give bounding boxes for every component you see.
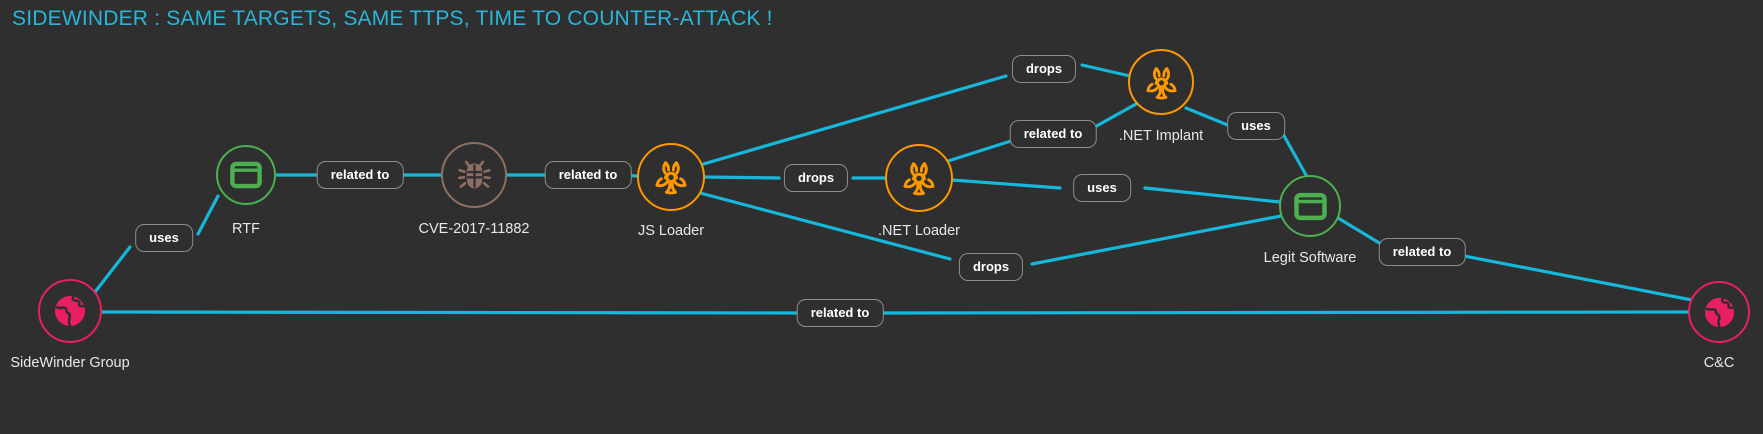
- edge-label-e6[interactable]: drops: [958, 253, 1024, 281]
- node-circle-cc[interactable]: [1688, 281, 1750, 343]
- edge-label-e9[interactable]: uses: [1227, 112, 1285, 140]
- page-title: SIDEWINDER : SAME TARGETS, SAME TTPS, TI…: [12, 7, 773, 30]
- graph-edge: [1184, 106, 1232, 128]
- graph-edge: [1281, 132, 1308, 177]
- node-circle-netloader[interactable]: [885, 144, 953, 212]
- node-label-cc: C&C: [1703, 355, 1735, 371]
- node-circle-sidewinder[interactable]: [38, 279, 102, 343]
- edge-label-e5[interactable]: drops: [783, 164, 849, 192]
- edge-label-e4[interactable]: drops: [1011, 55, 1077, 83]
- node-circle-jsloader[interactable]: [637, 143, 705, 211]
- node-label-rtf: RTF: [232, 221, 260, 237]
- graph-edge: [698, 74, 1008, 167]
- bug-icon: [456, 157, 493, 194]
- biohazard-icon: [900, 159, 938, 197]
- biohazard-icon: [652, 158, 690, 196]
- node-label-legit: Legit Software: [1263, 250, 1357, 266]
- graph-edge: [196, 194, 220, 236]
- node-circle-rtf[interactable]: [216, 145, 276, 205]
- edge-label-e10[interactable]: related to: [1378, 238, 1466, 266]
- node-label-cve: CVE-2017-11882: [418, 221, 530, 237]
- edge-label-e8[interactable]: uses: [1073, 174, 1131, 202]
- edge-label-e7[interactable]: related to: [1009, 120, 1097, 148]
- graph-edge: [873, 310, 1690, 315]
- edge-label-e1[interactable]: uses: [135, 224, 193, 252]
- graph-edge: [1030, 214, 1283, 266]
- graph-edge: [1457, 253, 1694, 302]
- graph-edge: [93, 245, 132, 294]
- node-label-netimplant: .NET Implant: [1118, 128, 1204, 144]
- graph-edge: [698, 191, 952, 261]
- globe-icon: [52, 293, 88, 329]
- window-icon: [229, 158, 263, 192]
- window-icon: [1293, 189, 1328, 224]
- biohazard-icon: [1143, 64, 1180, 101]
- graph-edge: [943, 138, 1016, 164]
- globe-icon: [1702, 295, 1737, 330]
- node-circle-legit[interactable]: [1279, 175, 1341, 237]
- graph-edge: [1091, 102, 1138, 130]
- edge-label-e11[interactable]: related to: [796, 299, 884, 327]
- node-circle-netimplant[interactable]: [1128, 49, 1194, 115]
- graph-edge: [1143, 186, 1282, 204]
- graph-edge: [950, 178, 1062, 190]
- node-label-sidewinder: SideWinder Group: [10, 355, 130, 371]
- node-circle-cve[interactable]: [441, 142, 507, 208]
- graph-edge: [1336, 216, 1388, 249]
- edge-label-e3[interactable]: related to: [544, 161, 632, 189]
- edge-label-e2[interactable]: related to: [316, 161, 404, 189]
- graph-edge: [1080, 63, 1132, 78]
- graph-edge: [100, 310, 808, 315]
- graph-edge: [703, 175, 781, 180]
- node-label-netloader: .NET Loader: [878, 223, 960, 239]
- node-label-jsloader: JS Loader: [637, 223, 705, 239]
